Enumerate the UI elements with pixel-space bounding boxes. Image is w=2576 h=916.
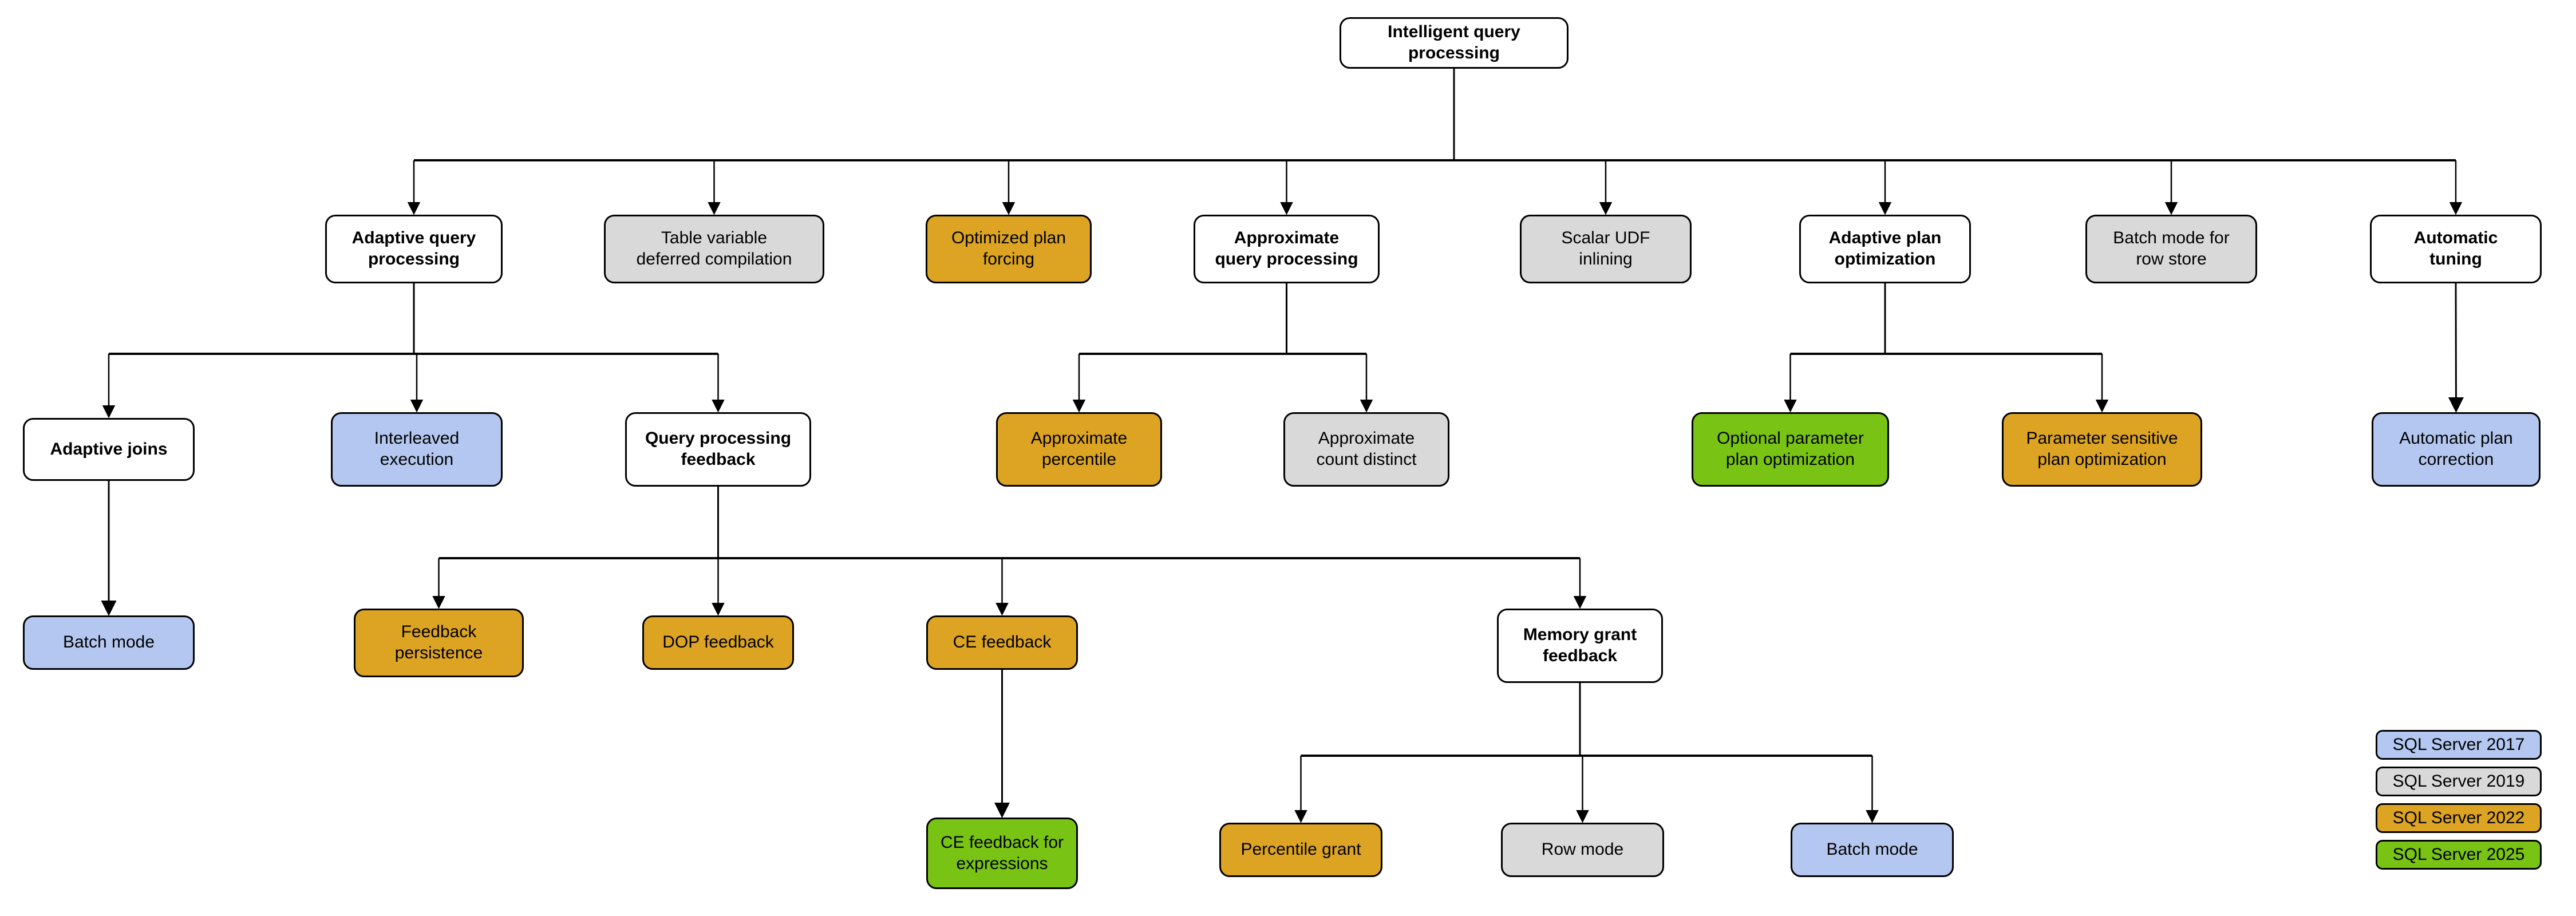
legend-item-3: SQL Server 2025 bbox=[2376, 840, 2542, 870]
node-label: Row mode bbox=[1541, 840, 1624, 859]
node-label: Adaptive joins bbox=[50, 439, 168, 459]
node-label: CE feedback bbox=[953, 633, 1052, 652]
node-ajoins[interactable]: Adaptive joins bbox=[23, 418, 195, 481]
node-rowmode[interactable]: Row mode bbox=[1501, 823, 1664, 877]
legend-label: SQL Server 2022 bbox=[2392, 808, 2525, 827]
node-bmode2[interactable]: Batch mode bbox=[1791, 823, 1954, 877]
legend-item-1: SQL Server 2019 bbox=[2376, 767, 2542, 796]
legend-item-0: SQL Server 2017 bbox=[2376, 730, 2542, 760]
legend-label: SQL Server 2017 bbox=[2392, 735, 2525, 754]
node-pctgrant[interactable]: Percentile grant bbox=[1219, 823, 1382, 877]
node-label: Batch mode bbox=[1826, 840, 1918, 859]
node-label: Percentile grant bbox=[1240, 840, 1361, 859]
legend-item-2: SQL Server 2022 bbox=[2376, 803, 2542, 833]
legend-label: SQL Server 2025 bbox=[2392, 845, 2525, 864]
node-label: DOP feedback bbox=[662, 633, 774, 652]
legend-label: SQL Server 2019 bbox=[2392, 772, 2525, 791]
node-dopfb[interactable]: DOP feedback bbox=[642, 615, 794, 670]
node-cefb[interactable]: CE feedback bbox=[926, 615, 1078, 670]
node-label: Batch mode bbox=[62, 633, 155, 652]
node-bmode1[interactable]: Batch mode bbox=[23, 615, 195, 670]
